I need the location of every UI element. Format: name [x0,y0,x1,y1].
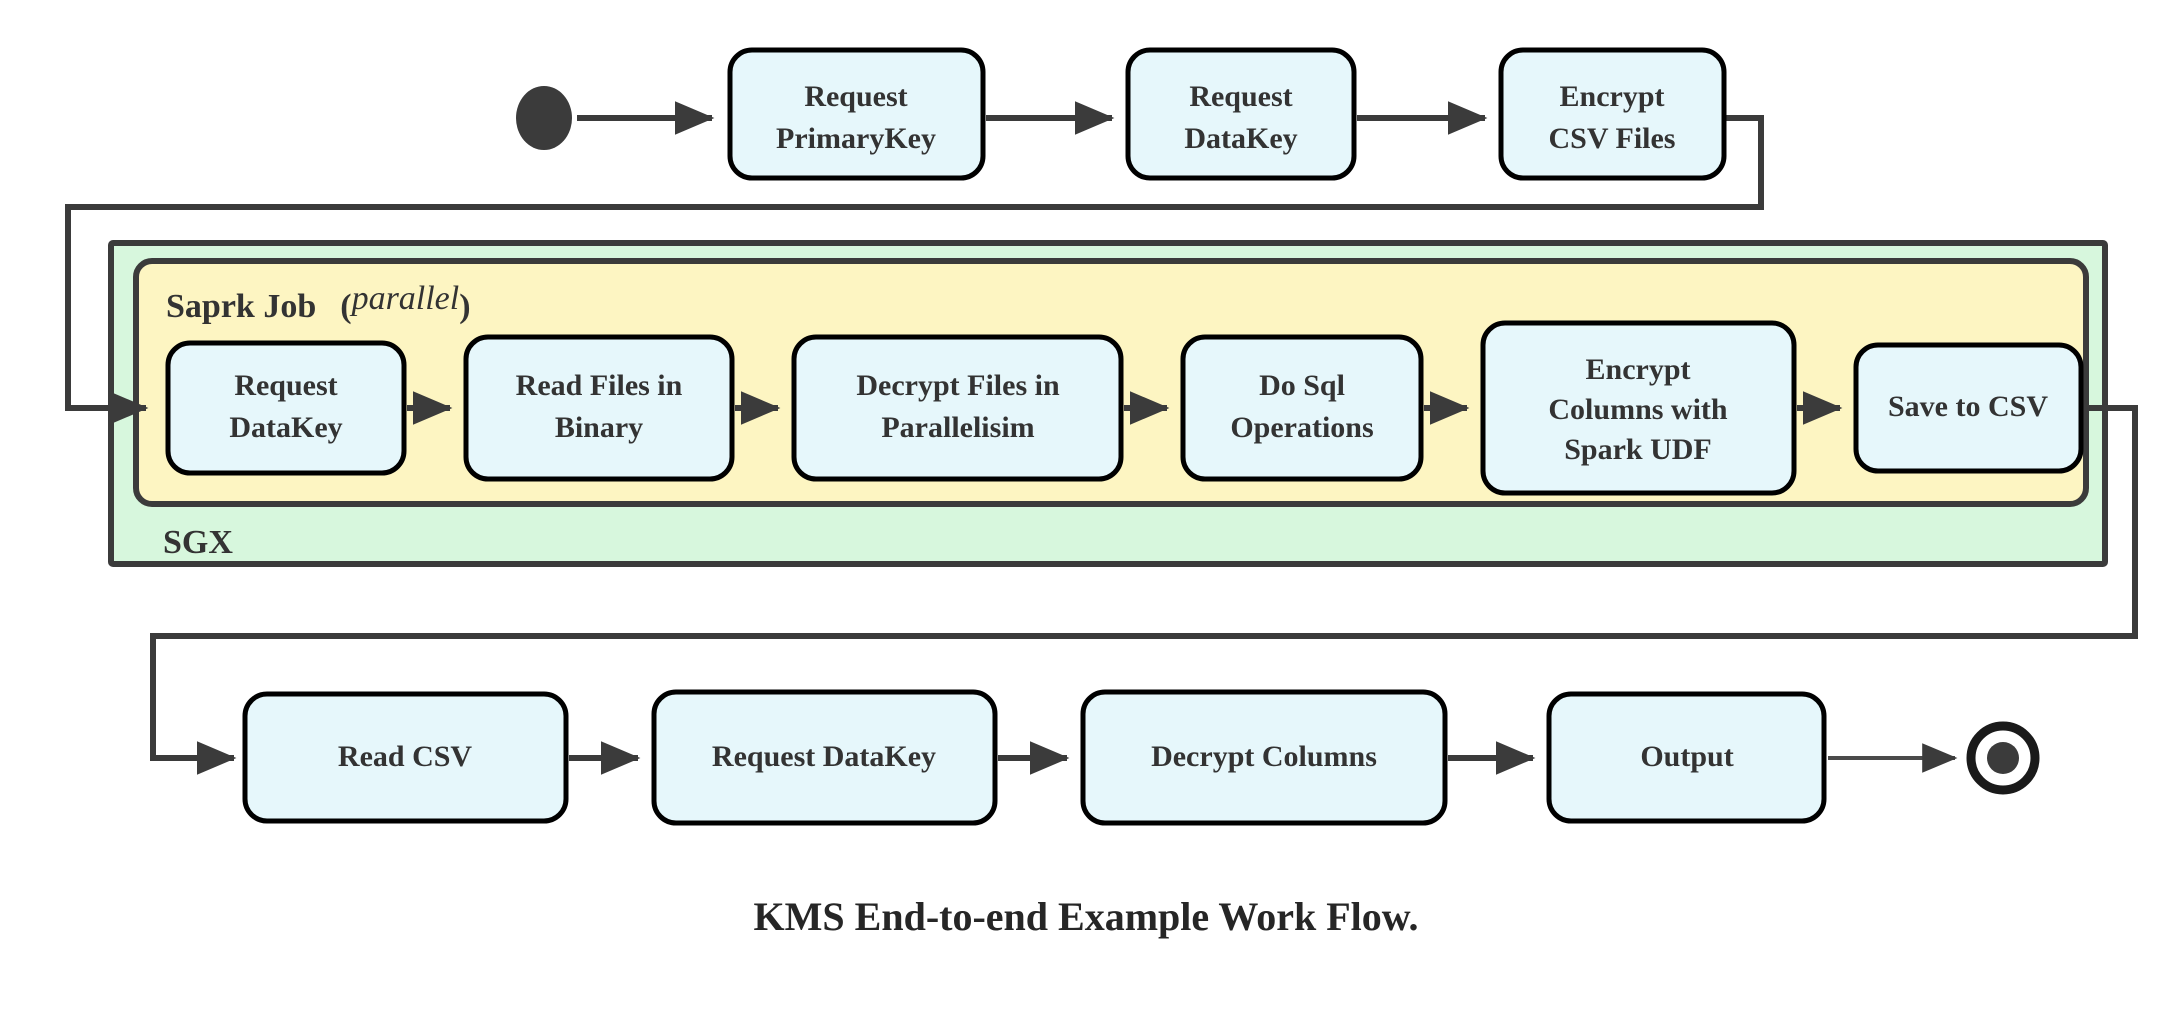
spark-job-modifier-open: ( [340,288,351,325]
node-decrypt-columns[interactable]: Decrypt Columns [1080,689,1448,826]
node-encrypt-columns-with-spark-udf-line2: Columns with [1548,393,1728,426]
node-request-datakey-bottom-rect[interactable] [651,689,998,826]
node-output[interactable]: Output [1546,691,1827,824]
node-save-to-csv-line1: Save to CSV [1888,390,2048,423]
spark-job-container-label: Saprk Job (parallel) [166,280,471,325]
node-read-csv-rect[interactable] [242,691,569,824]
node-decrypt-files-in-parallelisim-rect[interactable] [791,334,1124,482]
spark-job-title: Saprk Job [166,288,316,325]
node-encrypt-csv-files-line2: CSV Files [1549,122,1676,155]
node-request-datakey-spark-line1: Request [234,369,337,402]
spark-job-modifier-word: parallel [350,280,460,317]
node-request-datakey-bottom[interactable]: Request DataKey [651,689,998,826]
node-output-rect[interactable] [1546,691,1827,824]
node-request-datakey-spark[interactable]: Request DataKey [165,340,407,476]
node-decrypt-files-in-parallelisim-line1: Decrypt Files in [856,369,1060,402]
node-decrypt-columns-rect[interactable] [1080,689,1448,826]
node-decrypt-files-in-parallelisim[interactable]: Decrypt Files in Parallelisim [791,334,1124,482]
node-encrypt-columns-with-spark-udf-line1: Encrypt [1586,353,1691,386]
end-node-inner-dot [1987,742,2019,774]
node-encrypt-columns-with-spark-udf-line3: Spark UDF [1564,433,1712,466]
node-do-sql-operations-line2: Operations [1230,411,1373,444]
node-do-sql-operations-rect[interactable] [1180,334,1424,482]
node-request-datakey-top-line1: Request [1189,80,1292,113]
node-save-to-csv[interactable]: Save to CSV [1853,342,2084,474]
node-encrypt-csv-files-line1: Encrypt [1560,80,1665,113]
node-request-datakey-top-line2: DataKey [1184,122,1297,155]
node-read-files-in-binary[interactable]: Read Files in Binary [463,334,735,482]
node-decrypt-files-in-parallelisim-line2: Parallelisim [881,411,1034,444]
node-request-datakey-top-rect[interactable] [1125,47,1357,181]
node-do-sql-operations[interactable]: Do Sql Operations [1180,334,1424,482]
node-request-datakey-bottom-line1: Request DataKey [712,740,936,773]
node-request-datakey-spark-rect[interactable] [165,340,407,476]
node-do-sql-operations-line1: Do Sql [1259,369,1345,402]
node-request-primarykey-line1: Request [804,80,907,113]
node-read-files-in-binary-rect[interactable] [463,334,735,482]
node-encrypt-csv-files-rect[interactable] [1498,47,1727,181]
node-read-csv-line1: Read CSV [338,740,473,773]
node-encrypt-columns-with-spark-udf-rect[interactable] [1480,320,1797,496]
node-encrypt-columns-with-spark-udf[interactable]: Encrypt Columns with Spark UDF [1480,320,1797,496]
end-node [1966,721,2040,795]
node-read-csv[interactable]: Read CSV [242,691,569,824]
sgx-container-label: SGX [163,524,233,561]
node-read-files-in-binary-line2: Binary [555,411,643,444]
start-node [516,86,572,150]
edge-save-csv-to-read-csv [150,405,2138,775]
node-read-files-in-binary-line1: Read Files in [516,369,683,402]
node-request-datakey-top[interactable]: Request DataKey [1125,47,1357,181]
diagram-caption: KMS End-to-end Example Work Flow. [754,894,1419,939]
node-request-datakey-spark-line2: DataKey [229,411,342,444]
node-output-line1: Output [1640,740,1733,773]
node-request-primarykey-line2: PrimaryKey [776,122,936,155]
spark-job-modifier-close: ) [459,288,470,325]
edge-encrypt-csv-to-spark [65,115,1764,425]
node-request-primarykey[interactable]: Request PrimaryKey [727,47,986,181]
node-decrypt-columns-line1: Decrypt Columns [1151,740,1377,773]
node-encrypt-csv-files[interactable]: Encrypt CSV Files [1498,47,1727,181]
node-save-to-csv-rect[interactable] [1853,342,2084,474]
node-request-primarykey-rect[interactable] [727,47,986,181]
start-node-circle [516,86,572,150]
